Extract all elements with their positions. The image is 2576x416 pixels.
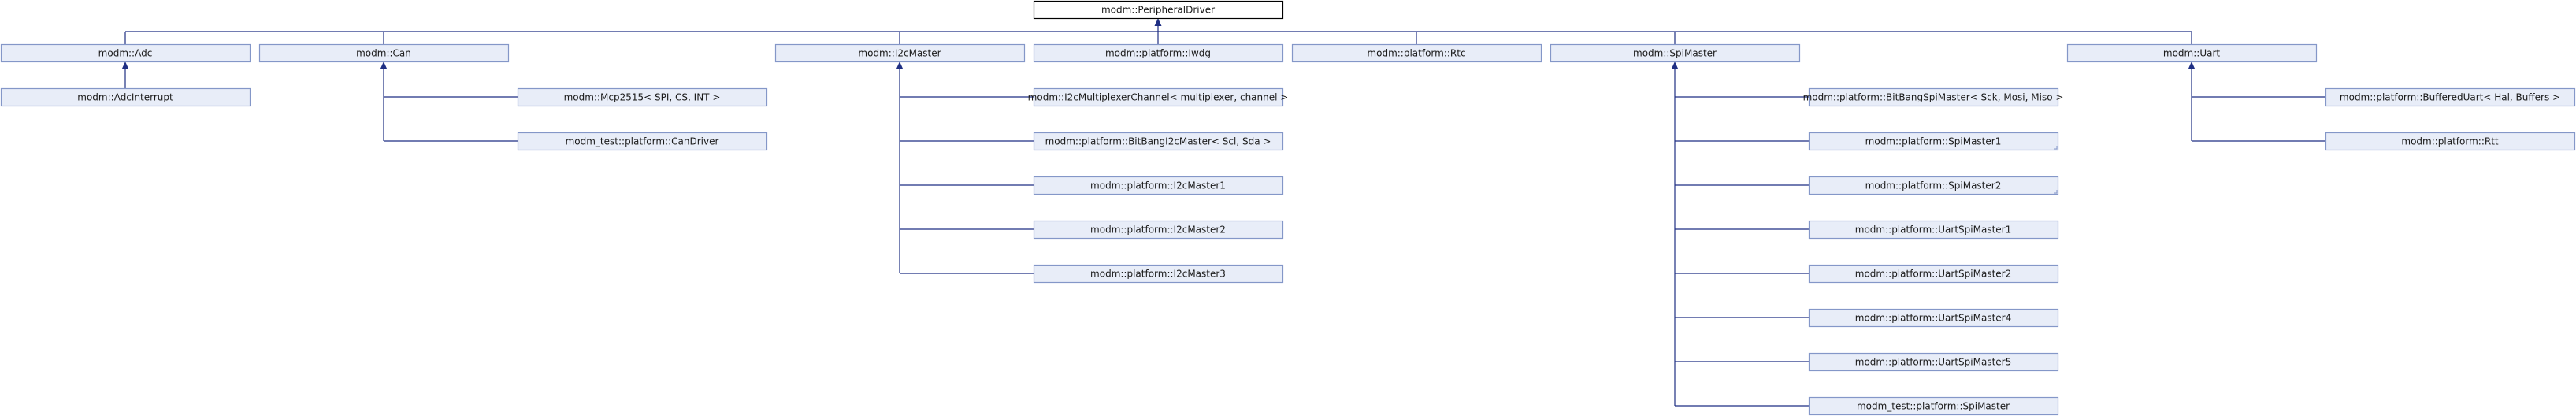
class-node-box xyxy=(2325,132,2576,151)
arrowhead-can xyxy=(380,61,388,69)
class-node-i2cmaster[interactable]: modm::I2cMaster xyxy=(774,43,1026,63)
class-node-box xyxy=(1033,0,1284,20)
class-node-box xyxy=(1033,87,1284,107)
class-node-adc[interactable]: modm::Adc xyxy=(0,43,251,63)
class-node-box xyxy=(1033,220,1284,240)
class-node-label: modm::platform::Rtc xyxy=(1367,48,1465,59)
class-node-box xyxy=(1808,220,2059,240)
arrowhead-uart xyxy=(2188,61,2196,69)
class-node-label: modm::platform::BitBangSpiMaster< Sck, M… xyxy=(1803,92,2064,103)
class-node-label: modm::platform::Iwdg xyxy=(1105,48,1211,59)
class-node-label: modm::I2cMultiplexerChannel< multiplexer… xyxy=(1028,92,1289,103)
class-node-label: modm::PeripheralDriver xyxy=(1101,5,1215,16)
class-node-label: modm::platform::I2cMaster2 xyxy=(1090,225,1226,236)
class-node-label: modm::I2cMaster xyxy=(858,48,941,59)
class-node-buffereduart[interactable]: modm::platform::BufferedUart< Hal, Buffe… xyxy=(2325,87,2576,107)
arrowhead-adc xyxy=(121,61,129,69)
class-node-box xyxy=(774,43,1026,63)
class-node-box xyxy=(2066,43,2318,63)
class-node-box xyxy=(1033,43,1284,63)
class-node-box xyxy=(1033,176,1284,195)
class-node-root[interactable]: modm::PeripheralDriver xyxy=(1033,0,1284,20)
class-node-label: modm::Can xyxy=(356,48,411,59)
class-node-can[interactable]: modm::Can xyxy=(258,43,510,63)
class-node-box xyxy=(1808,176,2059,195)
class-node-box xyxy=(517,132,768,151)
class-node-box xyxy=(517,87,768,107)
class-node-adcinterrupt[interactable]: modm::AdcInterrupt xyxy=(0,87,251,107)
class-node-box xyxy=(1033,264,1284,284)
class-node-uartspi5[interactable]: modm::platform::UartSpiMaster5 xyxy=(1808,352,2059,372)
arrowhead-spimaster xyxy=(1671,61,1679,69)
class-node-label: modm::platform::Rtt xyxy=(2401,136,2499,147)
class-node-box xyxy=(1808,396,2059,416)
class-node-box xyxy=(1550,43,1801,63)
class-node-box xyxy=(1291,43,1542,63)
class-node-i2cmux[interactable]: modm::I2cMultiplexerChannel< multiplexer… xyxy=(1028,87,1289,107)
class-node-label: modm::Adc xyxy=(98,48,153,59)
class-node-label: modm::platform::UartSpiMaster1 xyxy=(1855,225,2011,236)
class-node-label: modm::SpiMaster xyxy=(1633,48,1717,59)
class-node-label: modm::platform::UartSpiMaster2 xyxy=(1855,269,2011,280)
fold-corner-icon xyxy=(2054,146,2058,150)
class-node-label: modm::Uart xyxy=(2163,48,2220,59)
class-node-uartspi4[interactable]: modm::platform::UartSpiMaster4 xyxy=(1808,308,2059,328)
class-node-label: modm_test::platform::CanDriver xyxy=(566,136,719,147)
class-node-iwdg[interactable]: modm::platform::Iwdg xyxy=(1033,43,1284,63)
class-node-mcp2515[interactable]: modm::Mcp2515< SPI, CS, INT > xyxy=(517,87,768,107)
class-node-i2c2[interactable]: modm::platform::I2cMaster2 xyxy=(1033,220,1284,240)
class-node-label: modm::platform::BitBangI2cMaster< Scl, S… xyxy=(1045,136,1271,147)
class-node-uart[interactable]: modm::Uart xyxy=(2066,43,2318,63)
class-node-label: modm::Mcp2515< SPI, CS, INT > xyxy=(564,92,721,103)
class-node-box xyxy=(2325,87,2576,107)
class-node-spi2[interactable]: modm::platform::SpiMaster2 xyxy=(1808,176,2059,195)
class-node-label: modm_test::platform::SpiMaster xyxy=(1857,401,2010,412)
class-node-i2c1[interactable]: modm::platform::I2cMaster1 xyxy=(1033,176,1284,195)
class-node-testspi[interactable]: modm_test::platform::SpiMaster xyxy=(1808,396,2059,416)
class-node-i2c3[interactable]: modm::platform::I2cMaster3 xyxy=(1033,264,1284,284)
class-node-box xyxy=(1033,132,1284,151)
class-node-label: modm::platform::SpiMaster2 xyxy=(1865,180,2002,191)
class-node-label: modm::platform::UartSpiMaster4 xyxy=(1855,313,2011,324)
class-node-box xyxy=(1808,352,2059,372)
class-node-rtt[interactable]: modm::platform::Rtt xyxy=(2325,132,2576,151)
class-node-candriver[interactable]: modm_test::platform::CanDriver xyxy=(517,132,768,151)
fold-corner-icon xyxy=(2054,190,2058,194)
class-node-box xyxy=(1808,87,2059,107)
class-node-spi1[interactable]: modm::platform::SpiMaster1 xyxy=(1808,132,2059,151)
class-node-label: modm::platform::SpiMaster1 xyxy=(1865,136,2002,147)
class-node-label: modm::platform::UartSpiMaster5 xyxy=(1855,357,2011,368)
class-node-uartspi1[interactable]: modm::platform::UartSpiMaster1 xyxy=(1808,220,2059,240)
class-node-box xyxy=(1808,308,2059,328)
class-node-uartspi2[interactable]: modm::platform::UartSpiMaster2 xyxy=(1808,264,2059,284)
class-node-spimaster[interactable]: modm::SpiMaster xyxy=(1550,43,1801,63)
class-node-label: modm::platform::BufferedUart< Hal, Buffe… xyxy=(2340,92,2560,103)
class-node-bitbangspi[interactable]: modm::platform::BitBangSpiMaster< Sck, M… xyxy=(1803,87,2064,107)
class-node-box xyxy=(1808,264,2059,284)
class-node-box xyxy=(258,43,510,63)
class-node-label: modm::AdcInterrupt xyxy=(77,92,173,103)
class-node-bitbangi2c[interactable]: modm::platform::BitBangI2cMaster< Scl, S… xyxy=(1033,132,1284,151)
class-node-box xyxy=(0,43,251,63)
arrowhead-i2cmaster xyxy=(896,61,904,69)
class-node-label: modm::platform::I2cMaster1 xyxy=(1090,180,1226,191)
class-node-box xyxy=(0,87,251,107)
class-node-box xyxy=(1808,132,2059,151)
class-node-label: modm::platform::I2cMaster3 xyxy=(1090,269,1226,280)
class-node-rtc[interactable]: modm::platform::Rtc xyxy=(1291,43,1542,63)
arrowhead-root xyxy=(1154,18,1162,26)
edges-layer xyxy=(121,18,2325,407)
